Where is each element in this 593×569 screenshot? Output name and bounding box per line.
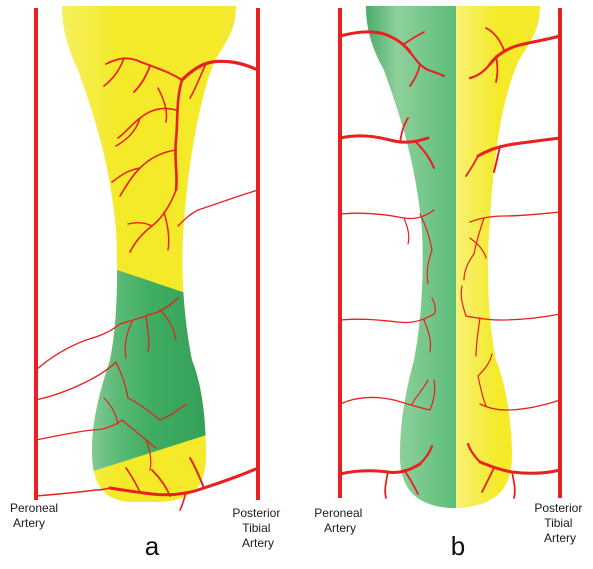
- necrotic-half-b: [350, 0, 456, 520]
- posterior-tibial-artery-label-a: Posterior Tibial Artery: [232, 506, 283, 550]
- panel-label-a: a: [145, 531, 160, 561]
- panel-b: Peroneal Artery Posterior Tibial Artery …: [314, 0, 585, 561]
- posterior-tibial-artery-label-b: Posterior Tibial Artery: [534, 501, 585, 545]
- peroneal-artery-label-b: Peroneal Artery: [314, 506, 365, 535]
- panel-label-b: b: [451, 531, 465, 561]
- bone-a: [40, 0, 260, 520]
- bone-b: [350, 0, 576, 520]
- panel-a: Peroneal Artery Posterior Tibial Artery …: [10, 0, 284, 561]
- peroneal-artery-label-a: Peroneal Artery: [10, 501, 61, 530]
